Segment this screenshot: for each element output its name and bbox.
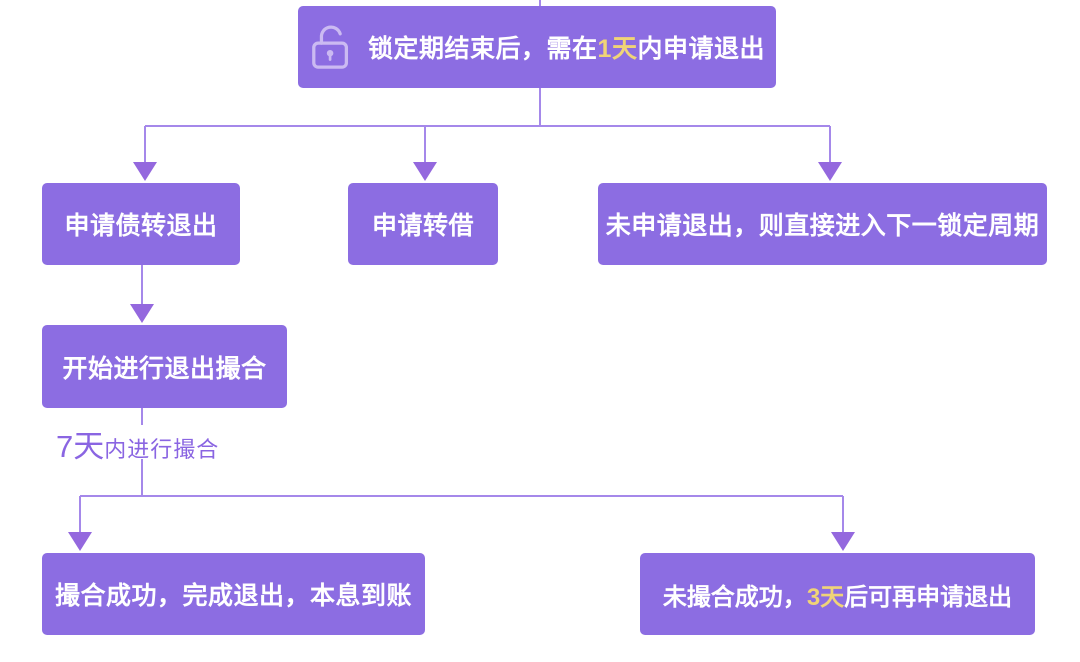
title-highlight-days: 1天 (597, 35, 638, 63)
branch1-label: 申请债转退出 (64, 212, 218, 240)
node-lock-period-end: 锁定期结束后，需在1天内申请退出 (298, 6, 776, 88)
edge-label-rest: 内进行撮合 (104, 437, 220, 462)
branch3-label: 未申请退出，则直接进入下一锁定周期 (605, 212, 1040, 240)
title-text: 锁定期结束后，需在1天内申请退出 (368, 29, 765, 65)
edge-label-days: 7天 (56, 429, 105, 464)
fail-text-prefix: 未撮合成功， (662, 583, 807, 611)
arrowhead-branch-1 (133, 162, 157, 181)
edge-label-matching-window: 7天 内进行撮合 (56, 421, 219, 466)
node-match-fail-retry: 未撮合成功，3天后可再申请退出 (640, 553, 1035, 635)
connector-title-to-branches (133, 88, 842, 181)
fail-highlight-days: 3天 (806, 583, 845, 611)
fail-text: 未撮合成功，3天后可再申请退出 (663, 577, 1012, 612)
connector-branch1-to-match (130, 265, 154, 323)
title-text-suffix: 内申请退出 (637, 35, 765, 63)
arrowhead-success (68, 532, 92, 551)
unlock-icon (312, 25, 349, 69)
arrowhead-branch-2 (413, 162, 437, 181)
node-match-success: 撮合成功，完成退出，本息到账 (42, 553, 425, 635)
node-apply-debt-transfer-exit: 申请债转退出 (42, 183, 240, 265)
arrowhead-branch-3 (818, 162, 842, 181)
arrowhead-fail (831, 532, 855, 551)
branch2-label: 申请转借 (371, 212, 474, 240)
match-label: 开始进行退出撮合 (62, 354, 267, 383)
success-label: 撮合成功，完成退出，本息到账 (54, 582, 412, 610)
node-start-exit-matching: 开始进行退出撮合 (42, 325, 287, 408)
connector-match-to-results (68, 408, 855, 551)
title-text-prefix: 锁定期结束后，需在 (368, 35, 598, 63)
node-apply-relend: 申请转借 (348, 183, 498, 265)
node-no-exit-next-lock-cycle: 未申请退出，则直接进入下一锁定周期 (598, 183, 1047, 265)
arrowhead-match (130, 304, 154, 323)
fail-text-suffix: 后可再申请退出 (844, 583, 1013, 611)
